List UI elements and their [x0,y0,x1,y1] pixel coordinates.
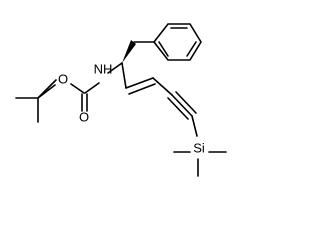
atom-label-ester-oxygen: O [58,71,68,86]
bond-triple-c [175,91,197,114]
bond-alkene-double-a [125,77,154,89]
bond-o-carbonyl [70,83,85,94]
structure-canvas: O O NH Si [15,23,227,177]
bond-stereocenter-alkene [121,62,127,89]
bond-alkene-alkyne [152,77,173,96]
atom-label-carbonyl-oxygen: O [79,109,89,124]
phenyl-ring [152,23,202,61]
bond-alkyne-si [191,115,198,137]
phenyl-double-2 [186,41,197,57]
bond-triple-a [171,94,193,117]
molecule-drawing: O O NH Si [15,23,227,177]
bond-carbonyl-n [84,82,100,94]
phenyl-double-3 [158,41,169,57]
atom-label-silicon: Si [193,140,205,155]
bond-triple-b [167,97,189,120]
bond-tbu-o [37,84,56,99]
stereo-wedge [122,40,136,63]
bond-alkene-double-b [128,83,156,95]
atom-label-nh: NH [94,61,113,76]
bond-n-stereocenter [107,62,123,74]
